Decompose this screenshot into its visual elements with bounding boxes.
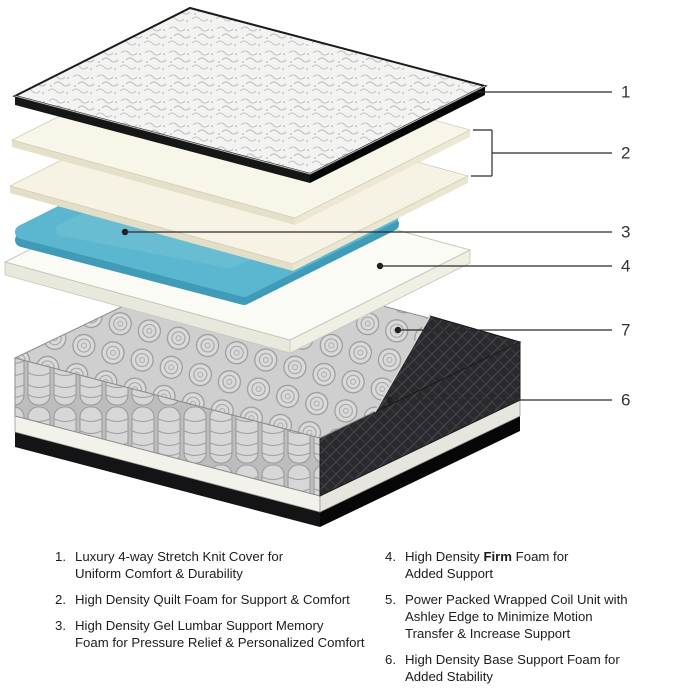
- legend-item-1-text: Luxury 4-way Stretch Knit Cover for Unif…: [75, 548, 385, 582]
- legend-item-2: 2. High Density Quilt Foam for Support &…: [55, 591, 385, 608]
- legend-item-1-text-pre: Luxury 4-way Stretch Knit Cover for Unif…: [75, 549, 284, 581]
- quilt-foam-upper-right: [295, 130, 470, 225]
- callout-4-label: 4: [621, 257, 630, 276]
- cover-band-right: [310, 86, 485, 183]
- callout-4: 4: [376, 257, 630, 276]
- legend-item-3-number: 3.: [55, 618, 66, 633]
- legend-item-4-number: 4.: [385, 549, 396, 564]
- callout-2-label: 2: [621, 144, 630, 163]
- callout-6-label: 6: [621, 391, 630, 410]
- base-border-right: [320, 416, 520, 527]
- callout-2-bracket: [471, 129, 612, 177]
- legend-item-3: 3. High Density Gel Lumbar Support Memor…: [55, 617, 385, 651]
- legend-item-6: 6. High Density Base Support Foam for Ad…: [385, 651, 685, 685]
- mattress-exploded-svg: 1 2 3 4 7: [3, 6, 630, 527]
- callout-6: 6: [386, 391, 630, 410]
- base-border-front: [15, 432, 320, 527]
- knit-cover-layer: [12, 6, 488, 183]
- cover-band-front: [15, 96, 310, 183]
- legend-item-1: 1. Luxury 4-way Stretch Knit Cover for U…: [55, 548, 385, 582]
- callout-3: 3: [121, 223, 630, 242]
- legend-item-5-text: Power Packed Wrapped Coil Unit with Ashl…: [405, 591, 685, 642]
- legend-item-6-number: 6.: [385, 652, 396, 667]
- legend-item-4-text-post: Foam for Added Support: [405, 549, 569, 581]
- legend-item-4: 4. High Density Firm Foam for Added Supp…: [385, 548, 685, 582]
- quilt-foam-lower-right: [293, 176, 468, 271]
- legend-item-1-number: 1.: [55, 549, 66, 564]
- legend-item-2-number: 2.: [55, 592, 66, 607]
- legend-item-5: 5. Power Packed Wrapped Coil Unit with A…: [385, 591, 685, 642]
- legend-item-2-text: High Density Quilt Foam for Support & Co…: [75, 591, 385, 608]
- callout-7-label: 7: [621, 321, 630, 340]
- legend-item-2-text-pre: High Density Quilt Foam for Support & Co…: [75, 592, 350, 607]
- quilt-foam-upper-front: [12, 140, 295, 225]
- exploded-diagram: 1 2 3 4 7: [3, 6, 630, 527]
- callouts: 1 2 3 4 7: [121, 83, 630, 410]
- legend-item-4-text: High Density Firm Foam for Added Support: [405, 548, 685, 582]
- legend-item-3-text: High Density Gel Lumbar Support Memory F…: [75, 617, 385, 651]
- edge-fabric-flap-piping: [374, 315, 431, 413]
- legend-column-right: 4. High Density Firm Foam for Added Supp…: [385, 548, 685, 694]
- legend-item-5-number: 5.: [385, 592, 396, 607]
- cover-piping: [14, 85, 486, 175]
- legend: 1. Luxury 4-way Stretch Knit Cover for U…: [0, 540, 700, 694]
- legend-item-5-text-pre: Power Packed Wrapped Coil Unit with Ashl…: [405, 592, 628, 641]
- callout-1-label: 1: [621, 83, 630, 102]
- legend-column-left: 1. Luxury 4-way Stretch Knit Cover for U…: [55, 548, 385, 694]
- legend-item-6-text-pre: High Density Base Support Foam for Added…: [405, 652, 620, 684]
- legend-item-6-text: High Density Base Support Foam for Added…: [405, 651, 685, 685]
- callout-2: 2: [471, 129, 630, 177]
- callout-7: 7: [394, 321, 630, 340]
- legend-item-4-text-pre: High Density: [405, 549, 484, 564]
- quilt-foam-lower-front: [10, 186, 293, 271]
- callout-1: 1: [476, 83, 630, 102]
- callout-3-label: 3: [621, 223, 630, 242]
- legend-item-4-text-bold: Firm: [483, 549, 513, 564]
- legend-item-3-text-pre: High Density Gel Lumbar Support Memory F…: [75, 618, 365, 650]
